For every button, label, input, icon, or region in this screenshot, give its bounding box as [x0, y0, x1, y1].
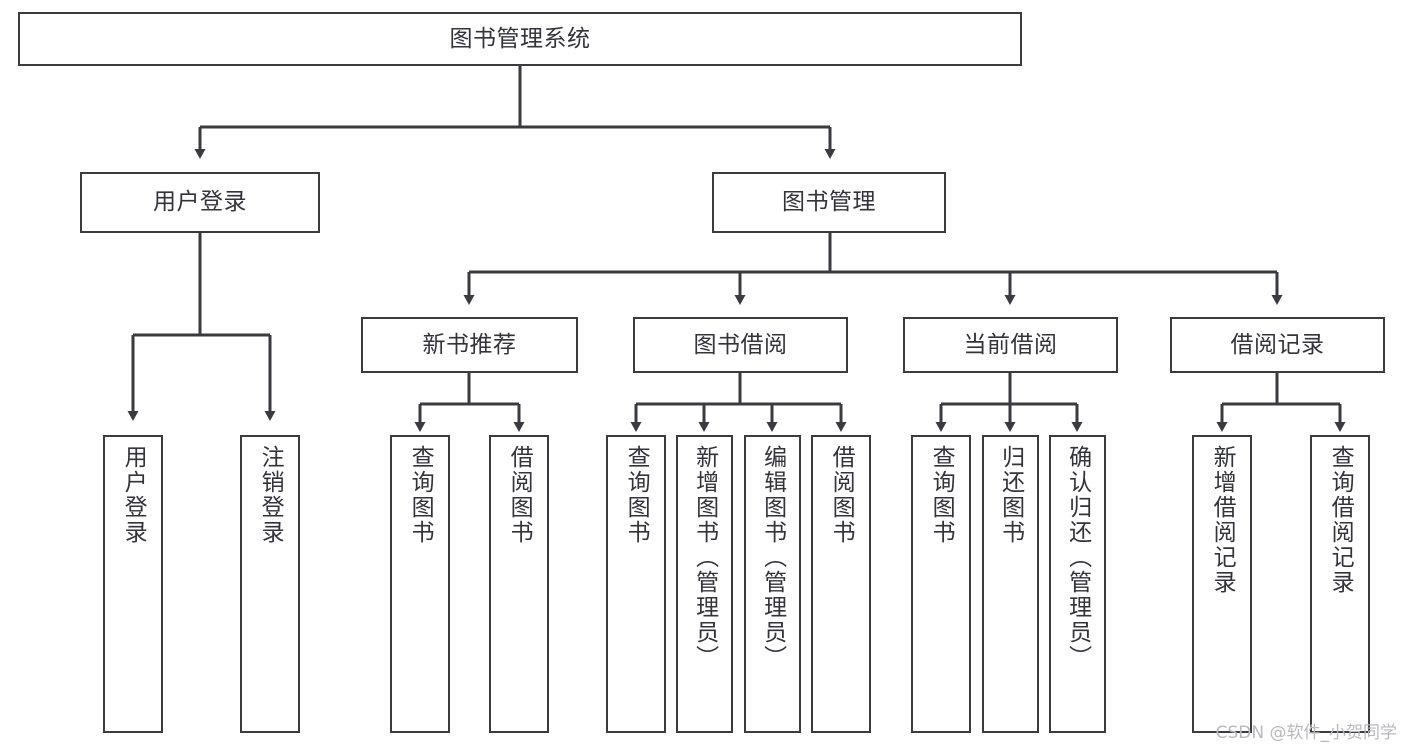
node-label: 借阅记录 [1230, 331, 1325, 358]
node-label: 图书管理系统 [449, 25, 591, 52]
node-borrow-record[interactable]: 借阅记录 [1170, 317, 1385, 373]
node-user-login[interactable]: 用户登录 [80, 172, 320, 233]
node-label: 查询图书 [407, 445, 434, 545]
node-label: 用户登录 [120, 445, 147, 545]
node-label: 注销登录 [257, 445, 284, 545]
node-current-borrow[interactable]: 当前借阅 [903, 317, 1118, 373]
node-label: 归还图书 [997, 445, 1024, 545]
node-leaf-add-book[interactable]: 新增图书（管理员） [676, 435, 733, 733]
node-leaf-query-borrow-record[interactable]: 查询借阅记录 [1310, 435, 1370, 733]
node-leaf-edit-book[interactable]: 编辑图书（管理员） [744, 435, 801, 733]
node-leaf-logout[interactable]: 注销登录 [240, 435, 300, 733]
node-label: 图书借阅 [693, 331, 788, 358]
node-new-book-recommend[interactable]: 新书推荐 [361, 317, 578, 373]
node-label: 新增图书（管理员） [691, 445, 718, 670]
node-label: 新增借阅记录 [1209, 445, 1236, 595]
node-leaf-borrow-book[interactable]: 借阅图书 [811, 435, 871, 733]
node-leaf-add-borrow-record[interactable]: 新增借阅记录 [1192, 435, 1252, 733]
node-leaf-query-book-borrow[interactable]: 查询图书 [606, 435, 666, 733]
node-label: 查询借阅记录 [1327, 445, 1354, 595]
node-label: 借阅图书 [506, 445, 533, 545]
node-leaf-query-book-recommend[interactable]: 查询图书 [390, 435, 450, 733]
node-leaf-user-login[interactable]: 用户登录 [103, 435, 163, 733]
node-label: 确认归还（管理员） [1064, 445, 1091, 670]
node-label: 图书管理 [782, 189, 876, 216]
node-leaf-confirm-return[interactable]: 确认归还（管理员） [1049, 435, 1106, 733]
watermark-text: CSDN @软件_小贺同学 [1215, 723, 1397, 743]
node-book-borrow[interactable]: 图书借阅 [633, 317, 848, 373]
node-label: 查询图书 [623, 445, 650, 545]
node-label: 当前借阅 [963, 331, 1058, 358]
node-label: 用户登录 [153, 189, 247, 216]
node-label: 借阅图书 [828, 445, 855, 545]
node-leaf-borrow-book-recommend[interactable]: 借阅图书 [489, 435, 549, 733]
node-label: 新书推荐 [422, 331, 517, 358]
node-leaf-return-book[interactable]: 归还图书 [982, 435, 1039, 733]
node-label: 编辑图书（管理员） [759, 445, 786, 670]
node-leaf-query-book-current[interactable]: 查询图书 [911, 435, 971, 733]
node-root-book-management-system[interactable]: 图书管理系统 [18, 12, 1022, 66]
node-book-management[interactable]: 图书管理 [712, 172, 946, 233]
node-label: 查询图书 [928, 445, 955, 545]
